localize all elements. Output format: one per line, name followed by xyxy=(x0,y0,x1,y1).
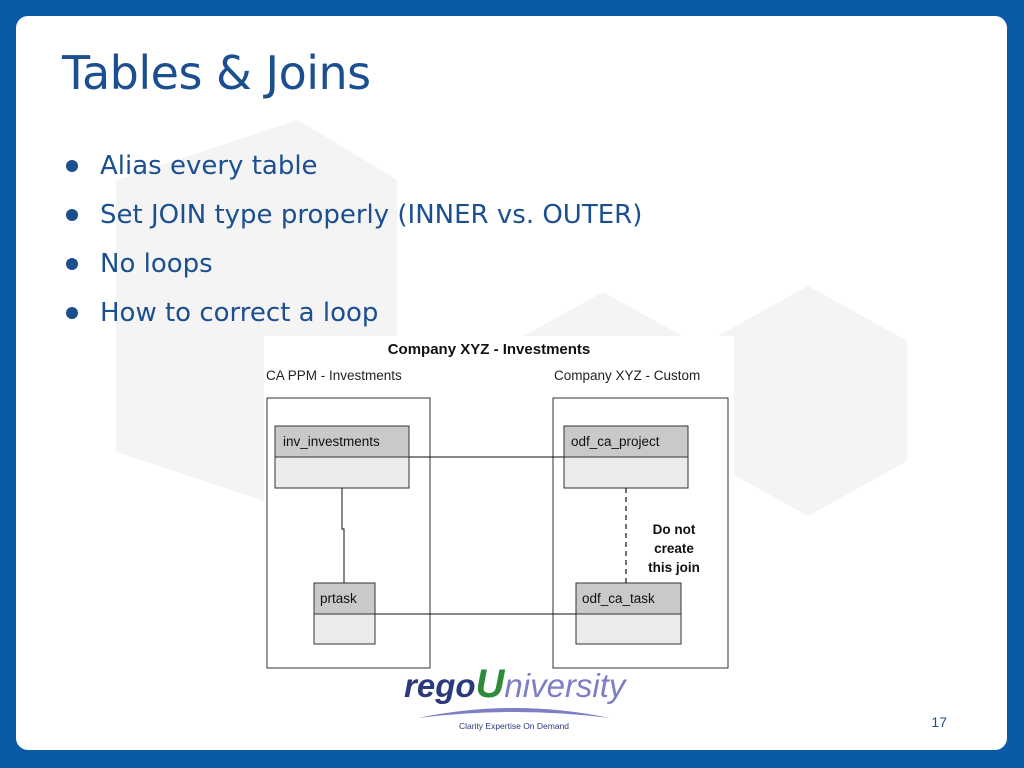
slide: Tables & Joins Alias every table Set JOI… xyxy=(16,16,1007,750)
bullet-text: No loops xyxy=(100,248,213,279)
note-line-3: this join xyxy=(648,560,700,575)
logo-tagline: Clarity Expertise On Demand xyxy=(458,721,570,731)
bullet-list: Alias every table Set JOIN type properly… xyxy=(62,141,642,337)
table-name: odf_ca_project xyxy=(571,434,660,449)
table-odf-ca-project: odf_ca_project xyxy=(563,425,689,489)
table-odf-ca-task: odf_ca_task xyxy=(575,582,682,645)
slide-title: Tables & Joins xyxy=(62,46,371,100)
bullet-text: How to correct a loop xyxy=(100,297,379,328)
bullet-dot-icon xyxy=(66,306,78,319)
note-line-1: Do not xyxy=(653,522,696,537)
join-diagram: Company XYZ - Investments CA PPM - Inves… xyxy=(264,336,734,681)
bullet-dot-icon xyxy=(66,208,78,221)
bullet-text: Set JOIN type properly (INNER vs. OUTER) xyxy=(100,199,643,230)
right-group-label: Company XYZ - Custom xyxy=(554,368,700,383)
diagram-title: Company XYZ - Investments xyxy=(388,341,591,358)
table-inv-investments: inv_investments xyxy=(274,425,410,489)
table-prtask: prtask xyxy=(313,582,376,645)
page-number: 17 xyxy=(931,714,947,730)
table-name: odf_ca_task xyxy=(582,591,655,606)
table-name: prtask xyxy=(320,591,357,606)
bullet-item: How to correct a loop xyxy=(62,288,642,337)
bullet-text: Alias every table xyxy=(100,150,318,181)
bullet-item: Set JOIN type properly (INNER vs. OUTER) xyxy=(62,190,642,239)
bullet-item: Alias every table xyxy=(62,141,642,190)
note-line-2: create xyxy=(654,541,694,556)
table-name: inv_investments xyxy=(283,434,380,449)
logo-wordmark: regoUniversity xyxy=(404,662,626,706)
left-group-label: CA PPM - Investments xyxy=(266,368,402,383)
bullet-dot-icon xyxy=(66,159,78,172)
join-diagram-svg: Company XYZ - Investments CA PPM - Inves… xyxy=(264,336,734,681)
rego-university-logo: regoUniversity Clarity Expertise On Dema… xyxy=(404,662,626,734)
join-line-inv-prtask xyxy=(341,488,345,583)
logo-swoosh-icon xyxy=(418,708,610,718)
bullet-dot-icon xyxy=(66,257,78,270)
bullet-item: No loops xyxy=(62,239,642,288)
